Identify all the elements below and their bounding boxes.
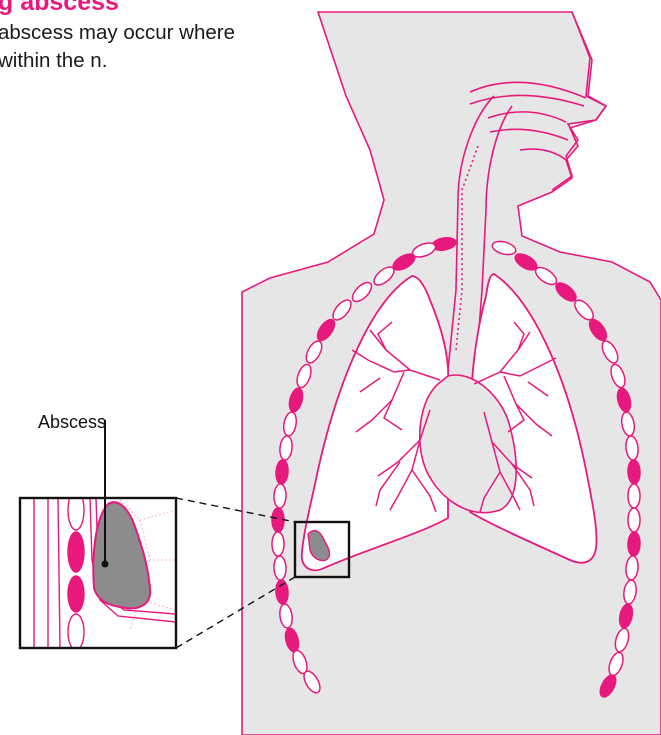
magnified-inset (20, 490, 176, 650)
abscess-callout-label: Abscess (38, 412, 106, 433)
callout-dot (102, 561, 109, 568)
